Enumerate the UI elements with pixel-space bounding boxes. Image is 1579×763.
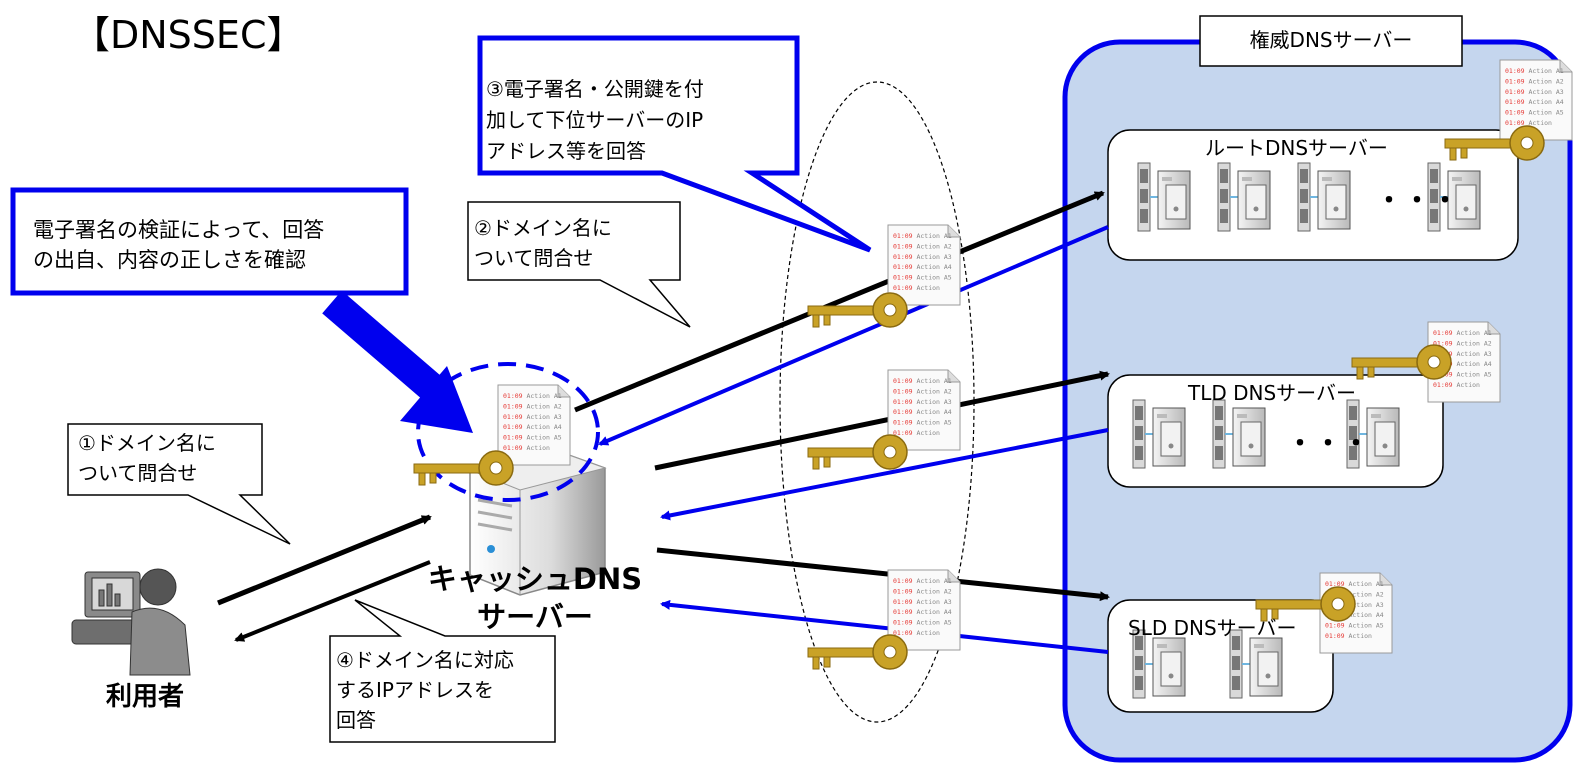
svg-text:01:09 Action A2: 01:09 Action A2 [1433,339,1492,347]
svg-text:01:09 Action A2: 01:09 Action A2 [503,402,562,410]
svg-text:01:09 Action A5: 01:09 Action A5 [1505,109,1564,117]
svg-text:01:09 Action A2: 01:09 Action A2 [1505,77,1564,85]
key-icon [807,292,908,328]
svg-text:01:09 Action A4: 01:09 Action A4 [1505,98,1564,106]
sld-server-label: SLD DNSサーバー [1128,616,1297,640]
signed-document-icon: 01:09 Action A1 01:09 Action A2 01:09 Acti… [887,569,961,651]
step3-label: ③電子署名・公開鍵を付 加して下位サーバーのIP アドレス等を回答 [486,77,704,163]
svg-text:01:09 Action A5: 01:09 Action A5 [893,619,952,627]
callout-step1 [67,423,291,545]
arrow-root-to-cache [598,225,1109,446]
svg-text:01:09 Action A1: 01:09 Action A1 [893,377,952,385]
callout-step4 [329,599,556,743]
svg-text:01:09 Action A1: 01:09 Action A1 [1433,329,1492,337]
rack-server-icon [1346,399,1400,469]
step2-label: ②ドメイン名に ついて問合せ [474,216,612,270]
svg-text:01:09 Action A3: 01:09 Action A3 [893,398,952,406]
authoritative-label: 権威DNSサーバー [1249,28,1413,52]
arrow-user-to-cache [217,514,432,606]
svg-text:01:09 Action A5: 01:09 Action A5 [893,274,952,282]
svg-text:01:09 Action: 01:09 Action [893,429,940,437]
svg-text:01:09 Action A1: 01:09 Action A1 [1325,580,1384,588]
key-icon [1351,344,1452,380]
svg-text:01:09 Action A5: 01:09 Action A5 [893,419,952,427]
authoritative-server-icons [1132,162,1481,699]
svg-text:01:09 Action A4: 01:09 Action A4 [893,263,952,271]
arrow-tld-to-cache [660,428,1109,521]
key-icon [1444,125,1545,161]
svg-text:01:09 Action A1: 01:09 Action A1 [1505,67,1564,75]
svg-text:01:09 Action A2: 01:09 Action A2 [893,242,952,250]
signed-document-icon: 01:09 Action A1 01:09 Action A2 01:09 Acti… [1499,59,1573,141]
svg-text:01:09 Action A2: 01:09 Action A2 [893,587,952,595]
key-icon [807,434,908,470]
svg-text:01:09 Action: 01:09 Action [503,444,550,452]
svg-text:01:09 Action A4: 01:09 Action A4 [893,608,952,616]
callout-step2 [467,201,691,328]
user-icon [71,568,191,676]
arrow-cache-to-tld [654,370,1110,471]
root-ellipsis: ・・・ [1376,186,1461,216]
root-server-label: ルートDNSサーバー [1205,136,1388,160]
step1-label: ①ドメイン名に ついて問合せ [78,431,216,485]
diagram-title: 【DNSSEC】 [72,13,305,57]
verify-note: 電子署名の検証によって、回答 の出自、内容の正しさを確認 [33,218,325,272]
svg-text:01:09 Action A5: 01:09 Action A5 [503,434,562,442]
step4-label: ④ドメイン名に対応 するIPアドレスを 回答 [336,648,514,732]
svg-text:01:09 Action: 01:09 Action [1505,119,1552,127]
svg-text:01:09 Action A3: 01:09 Action A3 [1505,88,1564,96]
key-icon [1255,586,1356,622]
svg-text:01:09 Action A5: 01:09 Action A5 [1325,622,1384,630]
svg-text:01:09 Action: 01:09 Action [893,284,940,292]
tld-server-label: TLD DNSサーバー [1188,381,1356,405]
rack-server-icon [1132,399,1186,469]
svg-text:01:09 Action A2: 01:09 Action A2 [893,387,952,395]
svg-text:01:09 Action: 01:09 Action [893,629,940,637]
callout-step3 [477,35,872,253]
svg-text:01:09 Action A3: 01:09 Action A3 [893,598,952,606]
signed-document-icon: 01:09 Action A1 01:09 Action A2 01:09 Acti… [887,224,961,306]
root-server-box [1107,129,1519,261]
rack-server-icon [1217,162,1271,232]
signed-document-icon: 01:09 Action A1 01:09 Action A2 01:09 Acti… [887,369,961,451]
rack-server-icon [1229,629,1283,699]
arrow-sld-to-cache [660,599,1109,654]
signed-records: 01:09 Action A1 01:09 Action A2 01:09 Acti… [413,59,1573,670]
rack-server-icon [1427,162,1481,232]
svg-text:01:09 Action A1: 01:09 Action A1 [893,232,952,240]
verify-pointer-arrow [322,290,473,433]
rack-server-icon [1132,629,1186,699]
user-label: 利用者 [106,682,185,712]
rack-server-icon [1297,162,1351,232]
rack-server-icon [1137,162,1191,232]
signed-document-icon: 01:09 Action A1 01:09 Action A2 01:09 Acti… [497,384,571,466]
svg-text:01:09 Action A4: 01:09 Action A4 [503,423,562,431]
callout-verify [10,187,409,296]
rack-server-icon [1212,399,1266,469]
svg-text:01:09 Action A3: 01:09 Action A3 [893,253,952,261]
cache-verify-ring [416,362,600,502]
tld-ellipsis: ・・・ [1287,429,1372,459]
svg-text:01:09 Action A1: 01:09 Action A1 [503,392,562,400]
svg-text:01:09 Action: 01:09 Action [1325,632,1372,640]
arrow-cache-to-user [234,560,431,642]
svg-text:01:09 Action A4: 01:09 Action A4 [893,408,952,416]
svg-text:01:09 Action A1: 01:09 Action A1 [893,577,952,585]
arrow-cache-to-sld [656,547,1110,602]
arrow-cache-to-root [574,190,1105,413]
key-icon [413,450,514,486]
svg-text:01:09 Action: 01:09 Action [1433,381,1480,389]
cache-server-label: キャッシュDNS サーバー [427,562,643,634]
key-icon [807,634,908,670]
svg-text:01:09 Action A3: 01:09 Action A3 [503,413,562,421]
authoritative-label-box [1199,15,1463,67]
